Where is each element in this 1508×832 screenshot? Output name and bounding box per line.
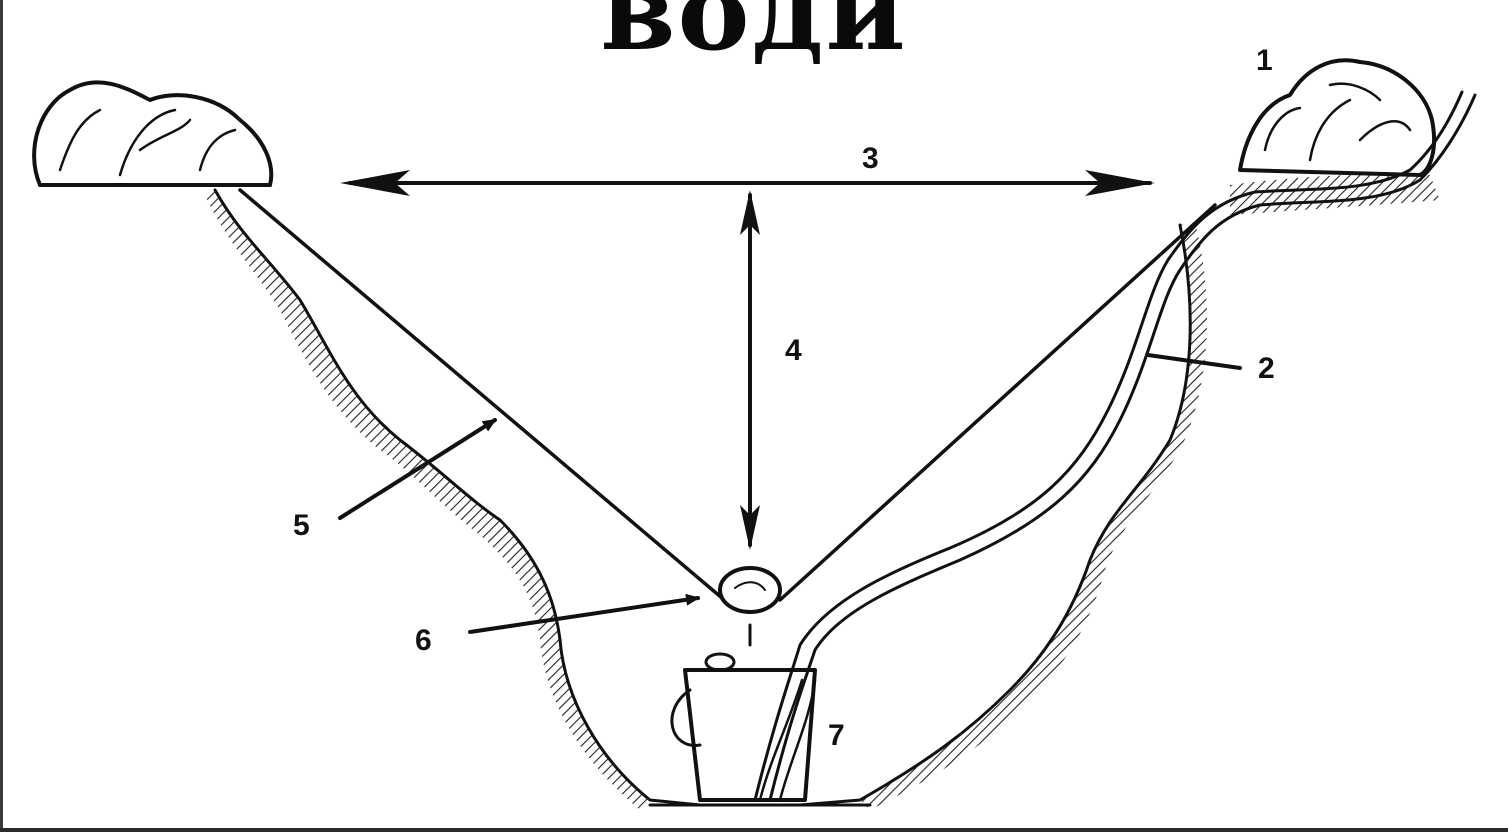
- bucket-handle: [672, 690, 700, 745]
- left-rock: [34, 82, 271, 185]
- label-7: 7: [828, 719, 845, 752]
- label-2: 2: [1258, 352, 1275, 385]
- drip-stone: [720, 568, 780, 612]
- left-rock-texture: [60, 110, 235, 175]
- drip-stone-texture: [735, 582, 765, 590]
- right-slope-hatching: [860, 222, 1207, 810]
- right-ledge-hatching: [1230, 174, 1440, 215]
- bucket: [685, 670, 815, 800]
- label-6: 6: [415, 624, 432, 657]
- label-5: 5: [293, 509, 310, 542]
- label-4: 4: [785, 334, 802, 367]
- sheet-left-line: [240, 190, 722, 598]
- label-1: 1: [1256, 44, 1273, 77]
- frame-bottom-edge: [0, 828, 1508, 832]
- bucket-lid-knob: [706, 654, 734, 670]
- right-rock: [1240, 60, 1434, 175]
- frame-left-edge: [0, 0, 3, 832]
- label-3: 3: [862, 142, 879, 175]
- pointer-6: [470, 598, 698, 632]
